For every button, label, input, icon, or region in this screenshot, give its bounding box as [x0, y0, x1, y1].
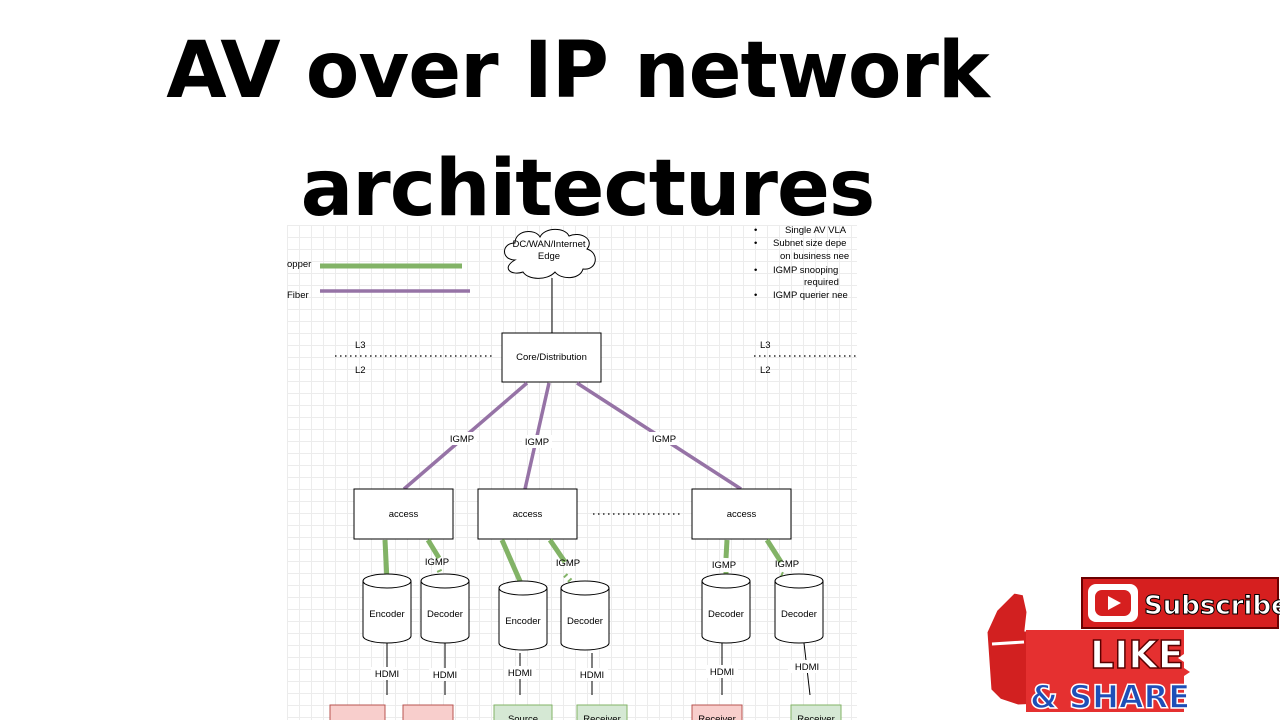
hdmi-label: HDMI — [375, 669, 399, 680]
share-text: & SHARE — [1030, 678, 1190, 716]
network-diagram: opper Fiber • Single AV VLA • Subnet siz… — [287, 225, 857, 720]
layer-label-l3: L3 — [760, 340, 771, 351]
access-switch — [691, 488, 792, 540]
svg-text:•: • — [754, 290, 757, 301]
legend-fiber-label: Fiber — [287, 290, 309, 301]
av-device — [691, 704, 743, 720]
endpoint-label: Decoder — [781, 609, 817, 620]
av-device — [790, 704, 842, 720]
hdmi-label: HDMI — [580, 670, 604, 681]
endpoint-cylinder — [701, 573, 751, 644]
igmp-label: IGMP — [556, 558, 580, 569]
cloud-label-line-2: Edge — [538, 251, 560, 262]
av-device — [576, 704, 628, 720]
endpoint-cylinder — [362, 573, 412, 644]
layer-label-l2: L2 — [760, 365, 771, 376]
subscribe-like-share-badge[interactable]: Subscribe LIKE & SHARE — [978, 572, 1280, 720]
av-device — [402, 704, 454, 720]
igmp-label: IGMP — [775, 559, 799, 570]
like-text: LIKE — [1090, 633, 1184, 677]
igmp-label: IGMP — [652, 434, 676, 445]
endpoint-label: Decoder — [708, 609, 744, 620]
av-device-label: Receiver — [698, 714, 736, 720]
av-device-label: Source — [508, 714, 538, 720]
igmp-label: IGMP — [450, 434, 474, 445]
endpoint-label: Decoder — [567, 616, 603, 627]
access-switch — [353, 488, 454, 540]
subscribe-text: Subscribe — [1144, 591, 1280, 621]
endpoint-label: Encoder — [369, 609, 404, 620]
core-switch — [501, 332, 602, 383]
hdmi-label: HDMI — [710, 667, 734, 678]
av-device — [329, 704, 386, 720]
igmp-label: IGMP — [425, 557, 449, 568]
layer-label-l3: L3 — [355, 340, 366, 351]
like-share-banner — [1026, 630, 1190, 712]
svg-text:•: • — [754, 225, 757, 236]
note-item: required — [804, 277, 839, 288]
cloud-label-line-1: DC/WAN/Internet — [512, 239, 585, 250]
endpoint-cylinder — [420, 573, 470, 644]
hdmi-label: HDMI — [508, 668, 532, 679]
legend-copper-label: opper — [287, 259, 311, 270]
igmp-label: IGMP — [525, 437, 549, 448]
access-switch-label: access — [389, 509, 419, 520]
endpoint-label: Encoder — [505, 616, 540, 627]
layer-label-l2: L2 — [355, 365, 366, 376]
access-switch-label: access — [727, 509, 757, 520]
page-title-line-2: architectures — [300, 144, 876, 234]
hdmi-label: HDMI — [433, 670, 457, 681]
av-device — [493, 704, 553, 720]
note-item: IGMP snooping — [773, 265, 838, 276]
core-switch-label: Core/Distribution — [516, 352, 587, 363]
hdmi-label: HDMI — [795, 662, 819, 673]
note-item: Subnet size depe — [773, 238, 846, 249]
cloud-edge-icon — [504, 228, 596, 279]
note-item: Single AV VLA — [785, 225, 847, 236]
endpoint-cylinder — [498, 580, 548, 651]
note-item: on business nee — [780, 251, 849, 262]
endpoint-cylinder — [774, 573, 824, 644]
av-device-label: Receiver — [797, 714, 835, 720]
igmp-label: IGMP — [712, 560, 736, 571]
note-item: IGMP querier nee — [773, 290, 848, 301]
endpoint-label: Decoder — [427, 609, 463, 620]
notes-list: • Single AV VLA • Subnet size depe on bu… — [754, 225, 849, 301]
page-title-line-1: AV over IP network — [166, 26, 990, 116]
endpoint-cylinder — [560, 580, 610, 651]
svg-text:•: • — [754, 238, 757, 249]
access-switch-label: access — [513, 509, 543, 520]
av-device-label: Receiver — [583, 714, 621, 720]
access-switch — [477, 488, 578, 540]
svg-text:•: • — [754, 265, 757, 276]
